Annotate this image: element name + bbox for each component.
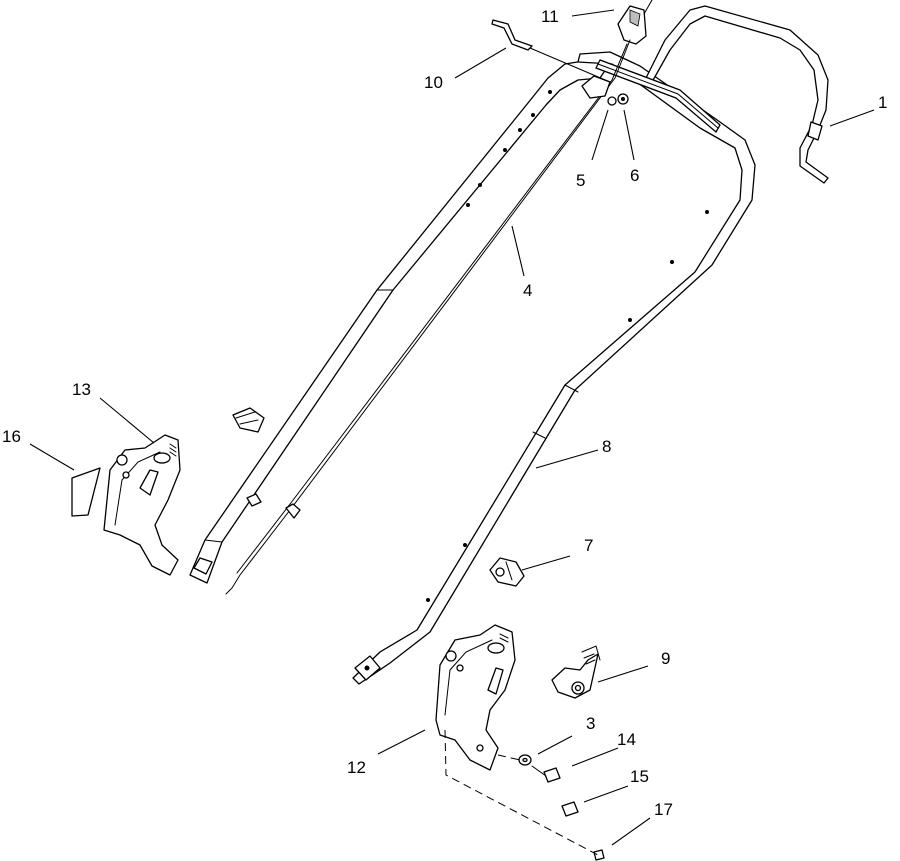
washer-and-nut — [607, 93, 629, 106]
assembly-line-2 — [497, 754, 521, 761]
handle-knob — [489, 557, 525, 587]
screw-17 — [593, 849, 605, 861]
leader-lines — [29, 9, 875, 846]
callout-13: 13 — [72, 380, 91, 399]
callout-17: 17 — [654, 800, 673, 819]
callout-11: 11 — [541, 7, 559, 26]
cable-end-fitting — [491, 19, 611, 83]
assembly-line — [444, 729, 599, 856]
callout-3: 3 — [586, 714, 595, 733]
callout-14: 14 — [617, 730, 636, 749]
bolt-15 — [561, 801, 579, 817]
callout-9: 9 — [661, 649, 670, 668]
washer — [518, 754, 532, 766]
handle-knob-left — [232, 407, 265, 433]
decal — [71, 467, 101, 517]
callout-12: 12 — [347, 758, 366, 777]
bolt-14 — [531, 765, 561, 783]
callout-8: 8 — [602, 437, 611, 456]
upper-handle — [595, 5, 829, 184]
height-adjust-lever — [551, 645, 601, 699]
callout-7: 7 — [584, 536, 593, 555]
handle-bolt — [246, 493, 262, 507]
left-handle-bracket — [103, 434, 181, 576]
callout-10: 10 — [424, 73, 443, 92]
callout-6: 6 — [630, 166, 639, 185]
callout-16: 16 — [2, 427, 21, 446]
callout-1: 1 — [878, 93, 887, 112]
right-handle-bracket — [435, 624, 516, 771]
lower-handle — [189, 51, 756, 685]
control-lever — [617, 0, 653, 45]
callout-labels: 1 3 4 5 6 7 8 9 10 11 12 13 14 15 16 17 — [2, 7, 887, 819]
callout-15: 15 — [630, 767, 649, 786]
callout-4: 4 — [523, 281, 532, 300]
callout-5: 5 — [576, 171, 585, 190]
control-cable — [225, 39, 631, 595]
